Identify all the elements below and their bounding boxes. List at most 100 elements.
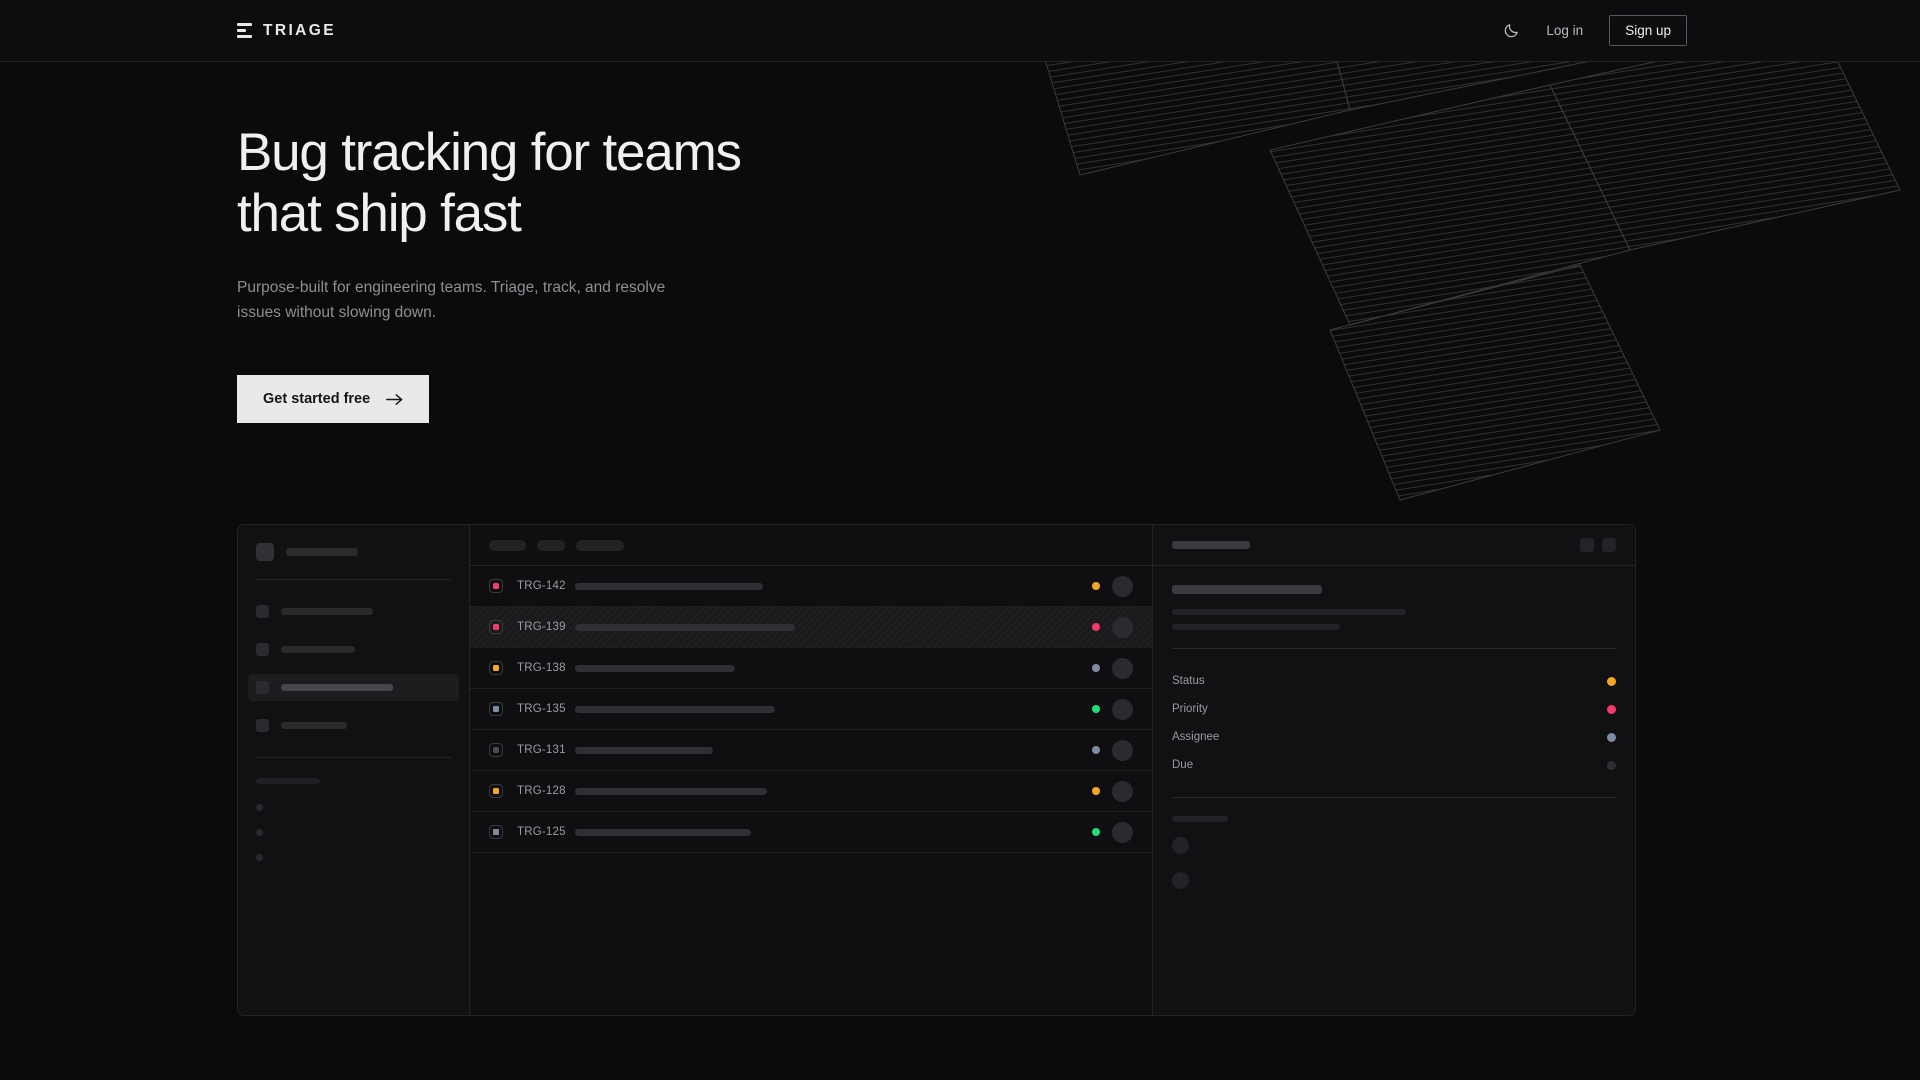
detail-divider-bottom [1172,797,1616,798]
table-row[interactable]: TRG-131 [470,730,1152,771]
top-navigation-bar: TRIAGE Log in Sign up [0,0,1920,62]
meta-label-assignee: Assignee [1172,731,1220,743]
sidebar-section-label [256,776,451,795]
issue-id: TRG-128 [517,785,566,797]
issue-title-skeleton [575,705,775,713]
status-dot [1092,705,1100,713]
table-row[interactable]: TRG-128 [470,771,1152,812]
sidebar-item-3-active[interactable] [248,674,459,701]
list-toolbar [470,525,1152,566]
sidebar-item-4-label [281,722,347,729]
meta-row-status[interactable]: Status [1172,667,1616,695]
meta-label-due: Due [1172,759,1194,771]
comment-item-1 [1172,828,1616,863]
sub-item-dot-icon [256,804,263,811]
brand-name: TRIAGE [263,21,336,39]
hero-subtext: Purpose-built for engineering teams. Tri… [237,278,666,322]
issue-title-skeleton [575,664,735,672]
hero-section: Bug tracking for teams that ship fast Pu… [237,62,1920,424]
status-dot [1092,582,1100,590]
filter-pill-1[interactable] [489,539,526,551]
sidebar-divider-top [256,579,451,580]
meta-label-priority: Priority [1172,703,1208,715]
sidebar-sub-item-2[interactable] [256,820,451,845]
comments-label-skeleton [1172,816,1228,822]
filter-pill-2[interactable] [537,539,565,551]
arrow-right-icon [386,393,403,405]
table-row[interactable]: TRG-125 [470,812,1152,853]
moon-icon[interactable] [1503,22,1520,39]
priority-icon [489,702,503,716]
avatar [1112,739,1133,761]
sidebar-item-1-icon [256,605,269,618]
row-meta [1092,780,1133,802]
sidebar-item-4-icon [256,719,269,732]
avatar [1112,657,1133,679]
sidebar-item-3-icon [256,681,269,694]
row-meta [1092,616,1133,638]
comment-item-2 [1172,863,1616,898]
sidebar-sub-item-3[interactable] [256,845,451,870]
issue-id: TRG-138 [517,662,566,674]
issue-title-skeleton [575,787,767,795]
avatar [1112,616,1133,638]
table-row[interactable]: TRG-135 [470,689,1152,730]
avatar [1112,698,1133,720]
sidebar-item-2-label [281,646,355,653]
workspace-avatar [256,543,274,561]
detail-text-skeleton-2 [1172,624,1340,630]
nav-actions: Log in Sign up [1503,15,1687,46]
issue-id: TRG-125 [517,826,566,838]
brand-logo[interactable]: TRIAGE [237,22,336,40]
status-dot [1092,828,1100,836]
table-row[interactable]: TRG-138 [470,648,1152,689]
meta-row-priority[interactable]: Priority [1172,695,1616,723]
due-badge [1607,760,1616,770]
mock-sidebar-logo[interactable] [256,543,451,561]
workspace-name-skeleton [286,548,358,556]
priority-badge [1607,704,1616,714]
sidebar-item-2[interactable] [248,636,459,663]
app-preview-mockup: TRG-142 TRG-139 TRG-138 [237,524,1636,1016]
meta-label-status: Status [1172,675,1205,687]
filter-pill-3[interactable] [576,539,624,551]
sub-item-dot-icon [256,829,263,836]
issue-id: TRG-142 [517,580,566,592]
get-started-button[interactable]: Get started free [237,375,430,424]
table-row[interactable]: TRG-142 [470,566,1152,607]
detail-action-button-2[interactable] [1602,538,1616,552]
issue-id: TRG-135 [517,703,566,715]
avatar [1112,575,1133,597]
sidebar-item-2-icon [256,643,269,656]
assignee-badge [1607,732,1616,742]
page-title: Bug tracking for teams that ship fast [237,122,877,245]
avatar [1172,837,1189,854]
priority-icon [489,579,503,593]
issue-title-skeleton [575,623,795,631]
sidebar-item-4[interactable] [248,712,459,739]
avatar [1112,821,1133,843]
detail-action-button-1[interactable] [1580,538,1594,552]
priority-icon [489,784,503,798]
login-link[interactable]: Log in [1546,23,1584,38]
meta-row-due[interactable]: Due [1172,751,1616,779]
detail-header [1153,525,1635,566]
status-dot [1092,664,1100,672]
sidebar-item-3-label [281,684,393,691]
stacked-bars-icon [237,23,252,38]
sidebar-sub-item-1[interactable] [256,795,451,820]
detail-title-skeleton [1172,541,1250,549]
avatar [1172,872,1189,889]
issue-id: TRG-139 [517,621,566,633]
status-dot [1092,787,1100,795]
signup-button[interactable]: Sign up [1609,15,1687,46]
priority-icon [489,620,503,634]
sidebar-divider-bottom [256,757,451,758]
row-meta [1092,657,1133,679]
cta-label: Get started free [263,391,371,408]
mock-issue-list: TRG-142 TRG-139 TRG-138 [470,525,1153,1015]
table-row[interactable]: TRG-139 [470,607,1152,648]
meta-row-assignee[interactable]: Assignee [1172,723,1616,751]
sidebar-item-1[interactable] [248,598,459,625]
